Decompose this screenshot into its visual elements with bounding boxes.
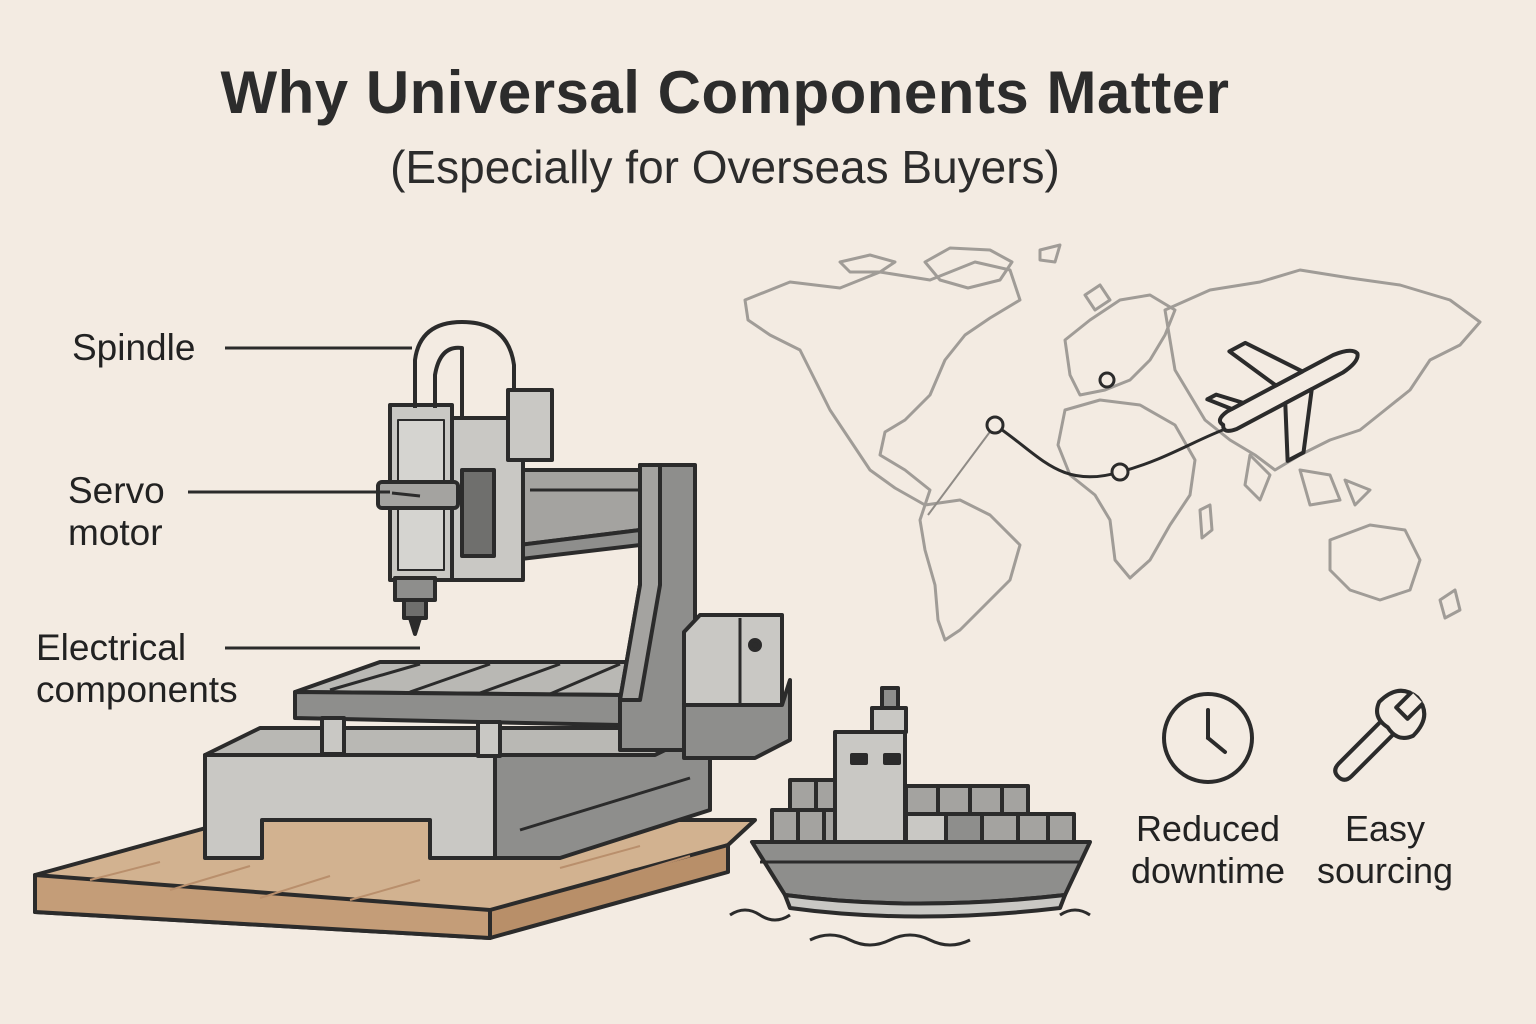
callout-electrical-components: Electrical components (36, 627, 238, 711)
benefit-easy-line1: Easy (1344, 808, 1426, 849)
map-south-america (918, 498, 1022, 642)
map-europe (1063, 293, 1177, 397)
route-point-origin (985, 415, 1005, 435)
callout-servo-line2: motor (68, 512, 163, 553)
wrench-icon (1333, 688, 1427, 782)
callout-spindle: Spindle (72, 327, 195, 369)
map-asia (1163, 268, 1482, 472)
route-point-europe (1098, 371, 1116, 389)
benefit-easy-line2: sourcing (1316, 850, 1454, 891)
cargo-ship-icon (729, 686, 1092, 947)
airplane-icon (1205, 340, 1360, 463)
callout-servo-motor: Servo motor (68, 470, 165, 554)
flight-route (927, 371, 1229, 516)
map-greenland (923, 246, 1014, 290)
page-title: Why Universal Components Matter (220, 59, 1230, 126)
clock-icon (1162, 692, 1254, 784)
world-map (743, 243, 1482, 642)
map-australia (1328, 523, 1422, 602)
benefit-easy-sourcing: Easy sourcing (1300, 808, 1470, 892)
map-north-america (743, 260, 1022, 507)
callout-spindle-label: Spindle (72, 327, 196, 368)
page-subtitle: (Especially for Overseas Buyers) (390, 141, 1060, 193)
cnc-machine (203, 320, 792, 860)
callout-electrical-line1: Electrical (36, 627, 187, 668)
benefit-reduced-downtime: Reduced downtime (1118, 808, 1298, 892)
benefit-reduced-line1: Reduced (1135, 808, 1281, 849)
wood-board (33, 818, 757, 940)
route-point-africa (1110, 462, 1130, 482)
callout-servo-line1: Servo (68, 470, 165, 511)
callout-lines (188, 346, 420, 650)
map-africa (1056, 398, 1197, 580)
benefit-reduced-line2: downtime (1130, 850, 1286, 891)
callout-electrical-line2: components (36, 669, 238, 710)
